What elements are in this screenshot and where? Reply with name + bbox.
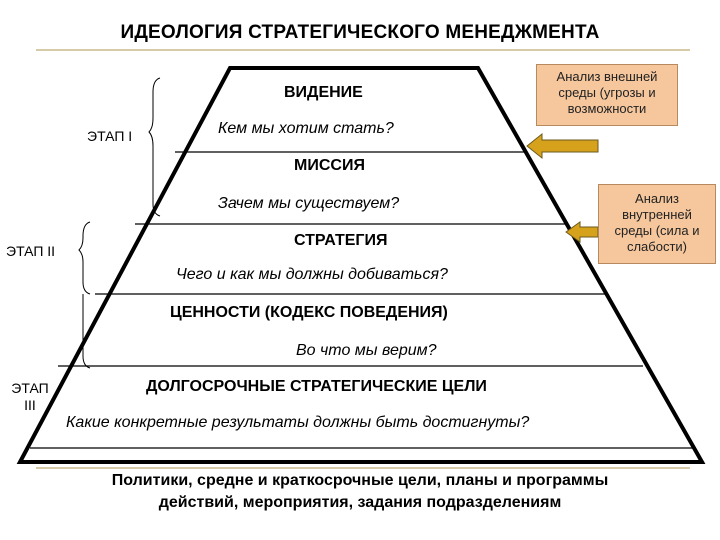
internal-analysis-line3: среды (сила и: [614, 223, 700, 238]
stage3-label-line1: ЭТАП: [11, 380, 49, 396]
pyramid-outline: [16, 66, 706, 464]
stage1-label: ЭТАП I: [87, 128, 133, 144]
stage2-label: ЭТАП II: [6, 243, 56, 259]
mission-heading: МИССИЯ: [294, 157, 365, 174]
values-heading: ЦЕННОСТИ (КОДЕКС ПОВЕДЕНИЯ): [170, 304, 448, 321]
values-question: Во что мы верим?: [296, 342, 437, 359]
external-analysis-arrow: [526, 132, 599, 160]
external-analysis-line1: Анализ внешней: [556, 69, 658, 84]
stage2-bracket: [78, 221, 91, 295]
base-text-line2: действий, мероприятия, задания подраздел…: [158, 494, 562, 511]
mission-question: Зачем мы существуем?: [218, 195, 400, 212]
internal-analysis-line2: внутренней: [622, 207, 692, 222]
goals-heading: ДОЛГОСРОЧНЫЕ СТРАТЕГИЧЕСКИЕ ЦЕЛИ: [146, 378, 487, 395]
external-analysis-line2: среды (угрозы и: [558, 85, 656, 100]
strategy-question: Чего и как мы должны добиваться?: [176, 266, 448, 283]
internal-analysis-box: Анализ внутренней среды (сила и слабости…: [598, 184, 716, 264]
vision-heading: ВИДЕНИЕ: [284, 84, 363, 101]
external-analysis-line3: возможности: [567, 101, 647, 116]
internal-analysis-line1: Анализ: [635, 191, 679, 206]
stage3-bracket: [82, 294, 91, 369]
stage3-label-line2: III: [24, 397, 36, 413]
strategy-heading: СТРАТЕГИЯ: [294, 232, 388, 249]
vision-question: Кем мы хотим стать?: [218, 120, 394, 137]
stage1-bracket: [148, 77, 161, 217]
internal-analysis-line4: слабости): [626, 239, 688, 254]
goals-question: Какие конкретные результаты должны быть …: [66, 414, 530, 431]
external-analysis-box: Анализ внешней среды (угрозы и возможнос…: [536, 64, 678, 126]
diagram-title: ИДЕОЛОГИЯ СТРАТЕГИЧЕСКОГО МЕНЕДЖМЕНТА: [120, 22, 600, 43]
stage3-label: ЭТАП III: [8, 380, 52, 414]
base-text-line1: Политики, средне и краткосрочные цели, п…: [111, 472, 609, 489]
